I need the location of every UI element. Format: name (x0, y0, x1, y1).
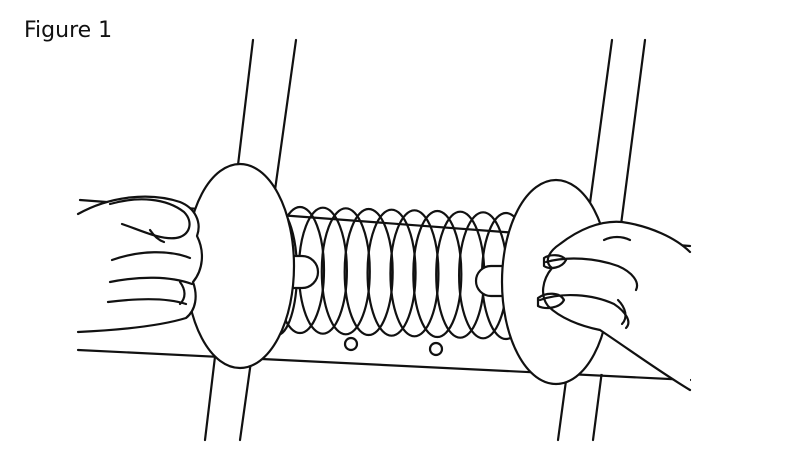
right-hand-knuckle-1 (602, 235, 632, 242)
left-hand-knuckle (148, 228, 166, 244)
coil-loop (320, 207, 371, 336)
track-hole-2 (428, 341, 444, 357)
left-hand-finger-2 (108, 276, 194, 286)
track-hole-1 (343, 336, 359, 352)
right-hand-knuckle-2 (616, 298, 627, 326)
left-hand-outline (76, 195, 203, 334)
left-disc (184, 162, 296, 370)
left-hand-thumb (108, 198, 191, 240)
left-hand (76, 195, 203, 334)
coil-loop (366, 208, 417, 337)
figure-label: Figure 1 (24, 18, 113, 43)
coil-loop (389, 209, 440, 338)
coil-loop (412, 209, 463, 339)
right-hand-index-nail (542, 254, 568, 270)
left-hand-finger-1 (110, 251, 192, 262)
left-hand-nail-1 (178, 280, 186, 306)
coil-loop (343, 207, 394, 337)
right-hand (536, 220, 692, 392)
right-hand-thumb-nail (536, 292, 566, 310)
track-bottom-edge (76, 348, 692, 382)
